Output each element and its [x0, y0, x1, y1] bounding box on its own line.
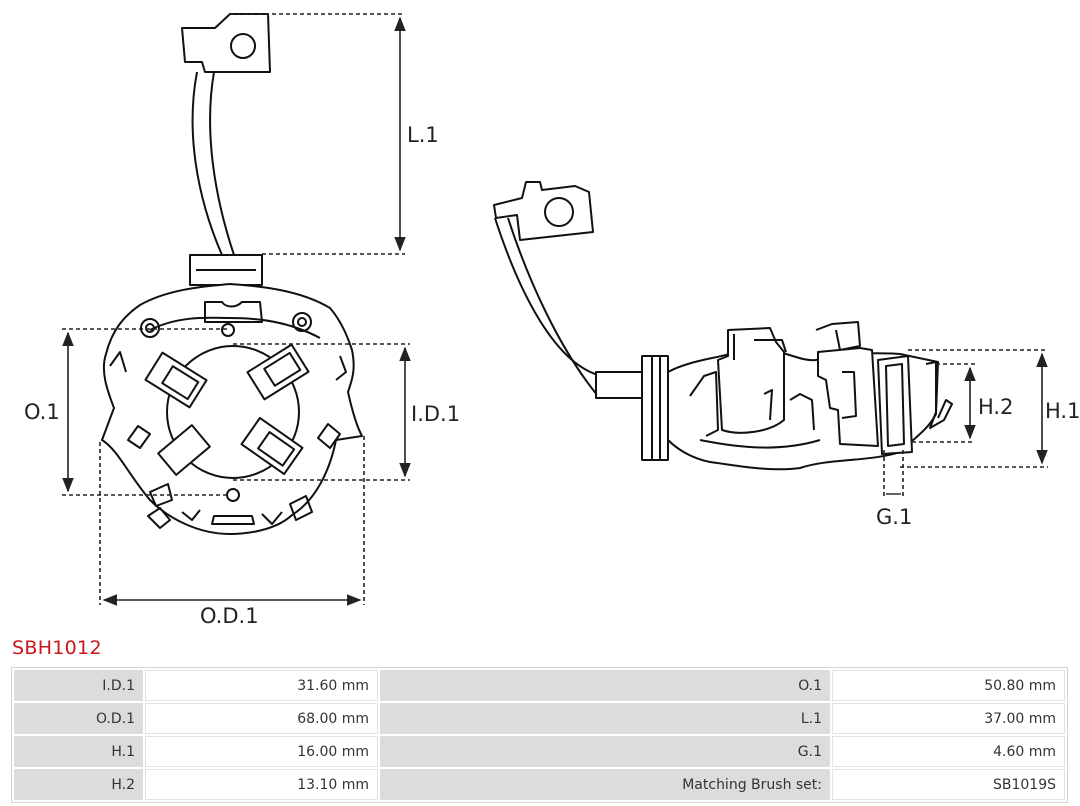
spec-value: 68.00 mm — [145, 703, 378, 734]
g1-label: G.1 — [876, 505, 912, 529]
l1-label: L.1 — [407, 123, 439, 147]
spec-value: 31.60 mm — [145, 670, 378, 701]
spec-value: 37.00 mm — [832, 703, 1065, 734]
h2-label: H.2 — [978, 395, 1013, 419]
spec-value: SB1019S — [832, 769, 1065, 800]
technical-drawing: L.1 O.1 I.D.1 O.D.1 — [24, 13, 1080, 628]
spec-value: 13.10 mm — [145, 769, 378, 800]
spec-key: O.1 — [380, 670, 830, 701]
table-row: H.1 16.00 mm G.1 4.60 mm — [14, 736, 1065, 767]
od1-label: O.D.1 — [200, 604, 259, 628]
spec-key: H.1 — [14, 736, 143, 767]
product-code: SBH1012 — [12, 637, 102, 659]
spec-value: 50.80 mm — [832, 670, 1065, 701]
o1-label: O.1 — [24, 400, 60, 424]
side-view-part — [493, 181, 953, 471]
spec-value: 4.60 mm — [832, 736, 1065, 767]
id1-label: I.D.1 — [411, 402, 460, 426]
h1-label: H.1 — [1045, 399, 1080, 423]
table-row: H.2 13.10 mm Matching Brush set: SB1019S — [14, 769, 1065, 800]
spec-key: O.D.1 — [14, 703, 143, 734]
table-row: O.D.1 68.00 mm L.1 37.00 mm — [14, 703, 1065, 734]
table-row: I.D.1 31.60 mm O.1 50.80 mm — [14, 670, 1065, 701]
spec-value: 16.00 mm — [145, 736, 378, 767]
front-view-part — [101, 13, 363, 535]
spec-table: I.D.1 31.60 mm O.1 50.80 mm O.D.1 68.00 … — [11, 667, 1068, 803]
spec-key: I.D.1 — [14, 670, 143, 701]
spec-key: Matching Brush set: — [380, 769, 830, 800]
spec-key: G.1 — [380, 736, 830, 767]
side-view-dimensions — [883, 349, 1048, 498]
spec-key: H.2 — [14, 769, 143, 800]
front-view-dimensions — [62, 13, 411, 606]
spec-key: L.1 — [380, 703, 830, 734]
